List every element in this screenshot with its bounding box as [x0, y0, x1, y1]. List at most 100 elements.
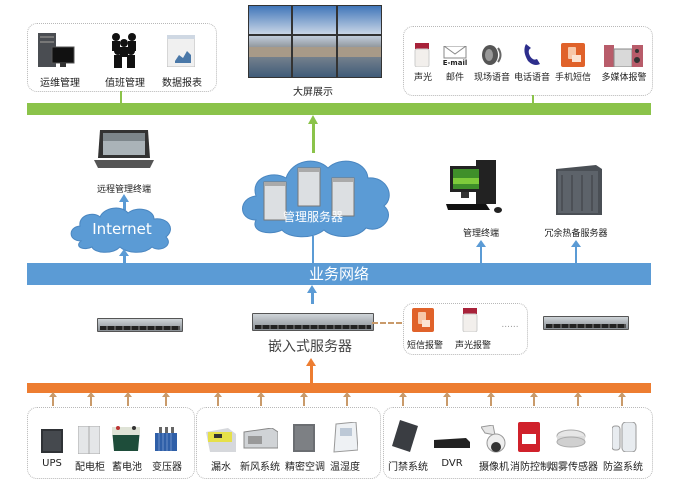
phone-icon	[524, 44, 540, 65]
arrow-up-icon	[306, 358, 316, 366]
laptop-icon	[94, 130, 154, 168]
arrow-up-icon	[571, 240, 581, 247]
arrow-up-icon	[119, 194, 129, 202]
label-distribution-cabinet: 配电柜	[75, 462, 105, 473]
sms-icon	[412, 308, 434, 332]
arrow-up-icon	[87, 392, 95, 406]
label-site-voice: 现场语音	[473, 73, 511, 83]
label-battery: 蓄电池	[112, 462, 142, 473]
arrow-up-icon	[399, 392, 407, 406]
smoke-sensor-icon	[556, 429, 586, 448]
green-bus	[27, 103, 651, 115]
video-wall-icon	[248, 5, 382, 78]
connector-top-right	[532, 95, 534, 103]
desktop-pc-icon	[446, 160, 502, 213]
label-multimedia-alarm: 多媒体报警	[601, 73, 647, 83]
thermo-hygrometer-icon	[333, 422, 358, 453]
speaker-icon	[482, 45, 502, 65]
label-ops-management: 运维管理	[40, 78, 80, 89]
label-email: 邮件	[445, 73, 465, 83]
label-smoke-sensor: 烟雾传感器	[548, 462, 598, 473]
connector-internet-to-laptop	[123, 200, 126, 210]
fire-alarm-icon	[518, 422, 540, 452]
dashed-link	[372, 322, 402, 324]
management-server-cloud-icon	[242, 160, 390, 238]
email-icon	[443, 46, 467, 59]
arrow-up-icon	[307, 285, 317, 293]
report-chart-icon	[167, 35, 195, 67]
access-control-icon	[392, 420, 418, 452]
siren-icon	[414, 43, 430, 67]
ups-icon	[41, 429, 63, 453]
people-group-icon	[112, 33, 136, 68]
ventilation-icon	[243, 428, 278, 449]
connector-embedded-to-bus	[311, 288, 314, 304]
label-internet: Internet	[92, 220, 152, 238]
connector-redundant-to-bus	[575, 242, 577, 263]
label-email-sub: E-mail	[442, 59, 468, 67]
label-access-control: 门禁系统	[388, 462, 428, 473]
arrow-up-icon	[162, 392, 170, 406]
label-fresh-air-system: 新风系统	[240, 462, 280, 473]
rack-server-right-icon	[543, 316, 629, 330]
arrow-up-icon	[574, 392, 582, 406]
battery-icon	[112, 426, 140, 451]
label-video-wall: 大屏展示	[293, 87, 333, 98]
label-data-report: 数据报表	[162, 78, 202, 89]
label-transformer: 变压器	[152, 462, 182, 473]
label-sound-light-alarm: 声光报警	[454, 341, 492, 351]
arrow-up-icon	[214, 392, 222, 406]
anti-theft-icon	[612, 422, 637, 452]
connector-servers-to-bus	[312, 236, 314, 263]
connector-terminal-to-bus	[480, 242, 482, 263]
label-sms: 手机短信	[554, 73, 592, 83]
arrow-up-icon	[124, 392, 132, 406]
label-redundant-server: 冗余热备服务器	[544, 229, 608, 239]
transformer-icon	[155, 427, 177, 451]
arrow-up-icon	[487, 392, 495, 406]
siren-icon	[462, 308, 478, 332]
aircon-icon	[293, 424, 315, 452]
label-ups: UPS	[42, 458, 62, 469]
label-anti-theft: 防盗系统	[603, 462, 643, 473]
arrow-up-icon	[257, 392, 265, 406]
label-business-network: 业务网络	[308, 265, 369, 283]
label-sound-light: 声光	[413, 73, 433, 83]
arrow-up-icon	[119, 249, 129, 256]
sms-icon	[561, 43, 585, 67]
label-sms-alarm: 短信报警	[406, 341, 444, 351]
business-network-bus: 业务网络	[27, 263, 651, 285]
arrow-up-icon	[476, 240, 486, 247]
orange-bus	[27, 383, 651, 393]
tower-server-icon	[556, 165, 602, 215]
top-right-group	[403, 26, 653, 96]
connector-orange-to-embedded	[310, 362, 313, 384]
stereo-icon	[604, 45, 643, 67]
label-water-leak: 漏水	[211, 462, 231, 473]
dvr-icon	[434, 438, 470, 448]
label-camera: 摄像机	[479, 462, 509, 473]
connector-servers-to-green	[312, 123, 315, 153]
embedded-server-icon	[252, 313, 374, 331]
top-left-group	[27, 23, 217, 92]
leak-sensor-icon	[206, 428, 236, 452]
label-dvr: DVR	[441, 458, 463, 469]
arrow-up-icon	[618, 392, 626, 406]
label-temp-humidity: 温湿度	[330, 462, 360, 473]
arrow-up-icon	[49, 392, 57, 406]
label-fire-control: 消防控制	[510, 462, 550, 473]
camera-icon	[481, 425, 506, 453]
rack-server-left-icon	[97, 318, 183, 332]
arrow-up-icon	[308, 115, 318, 124]
cabinet-icon	[78, 426, 100, 454]
label-precision-aircon: 精密空调	[285, 462, 325, 473]
internet-cloud-icon	[70, 207, 171, 253]
alarm-group	[403, 303, 528, 355]
arrow-up-icon	[300, 392, 308, 406]
arrow-up-icon	[530, 392, 538, 406]
connector-internet-to-bus	[123, 253, 126, 263]
arrow-up-icon	[443, 392, 451, 406]
label-management-terminal: 管理终端	[462, 229, 500, 239]
label-remote-terminal: 远程管理终端	[96, 185, 152, 195]
label-duty-management: 值班管理	[105, 78, 145, 89]
